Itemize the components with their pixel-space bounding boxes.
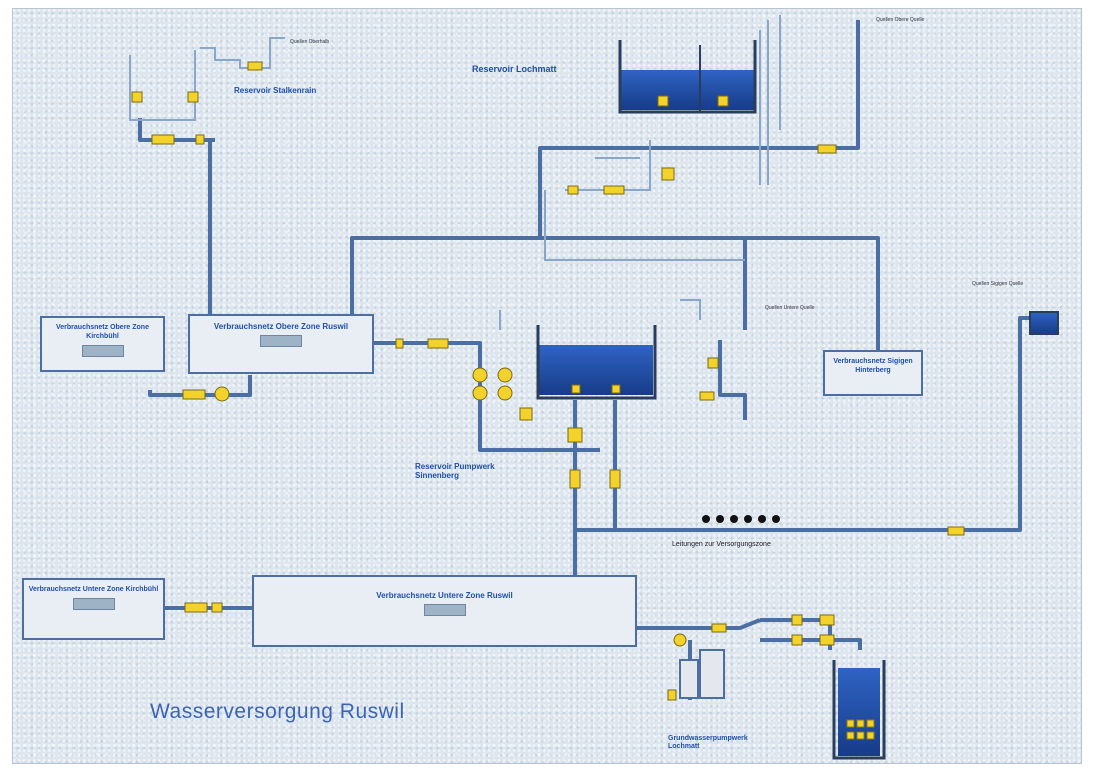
pipe-segment: [373, 343, 480, 420]
reservoir-pumpwerk: [538, 325, 655, 398]
pipe-segment: [635, 620, 760, 628]
diagram-title: Wasserversorgung Ruswil: [150, 700, 405, 724]
well-tank: [834, 660, 884, 758]
zone-display: [82, 345, 124, 357]
zone-obere-zone-kirchbuehl[interactable]: Verbrauchsnetz Obere Zone Kirchbühl: [40, 316, 165, 372]
zone-untere-zone-ruswil[interactable]: Verbrauchsnetz Untere Zone Ruswil: [252, 575, 637, 647]
zone-title: Verbrauchsnetz Sigigen Hinterberg: [833, 358, 912, 374]
tank-outline: [130, 50, 195, 120]
label-reservoir-top-left: Reservoir Stalkenrain: [234, 86, 316, 95]
label-reservoir-top-right: Reservoir Lochmatt: [472, 64, 557, 74]
reservoir-lochmatt: [620, 40, 755, 112]
zone-display: [260, 335, 302, 347]
label-pump-station: Reservoir Pumpwerk Sinnenberg: [415, 462, 535, 480]
label-source-right: Quellen Sigigen Quelle: [972, 282, 1032, 288]
pipe-segment: [200, 38, 285, 68]
label-source-mid: Quellen Untere Quelle: [765, 306, 815, 312]
pipe-segment: [680, 300, 700, 320]
tank-right: [1030, 312, 1058, 334]
label-source-top-left: Quellen Oberhalb: [290, 40, 329, 46]
pipe-segment: [545, 190, 745, 260]
label-well-station: Grundwasserpumpwerk Lochmatt: [668, 735, 778, 751]
zone-obere-zone-ruswil[interactable]: Verbrauchsnetz Obere Zone Ruswil: [188, 314, 374, 374]
zone-sigigen[interactable]: Verbrauchsnetz Sigigen Hinterberg: [823, 350, 923, 396]
pipe-segment: [760, 640, 860, 650]
zone-title: Verbrauchsnetz Untere Zone Kirchbühl: [29, 586, 159, 593]
zone-title: Verbrauchsnetz Obere Zone Kirchbühl: [56, 324, 149, 340]
zone-title: Verbrauchsnetz Untere Zone Ruswil: [376, 591, 512, 600]
zone-untere-zone-kirchbuehl[interactable]: Verbrauchsnetz Untere Zone Kirchbühl: [22, 578, 165, 640]
label-source-top-right: Quellen Obere Quelle: [876, 18, 924, 24]
meter-row: [702, 515, 780, 523]
pipe-segment: [352, 238, 878, 350]
label-line-bottom: Leitungen zur Versorgungszone: [672, 541, 771, 549]
pipe-segment: [720, 340, 745, 420]
zone-display: [424, 604, 466, 616]
treatment-unit: [680, 650, 724, 698]
zone-title: Verbrauchsnetz Obere Zone Ruswil: [214, 322, 348, 331]
zone-display: [73, 598, 115, 610]
